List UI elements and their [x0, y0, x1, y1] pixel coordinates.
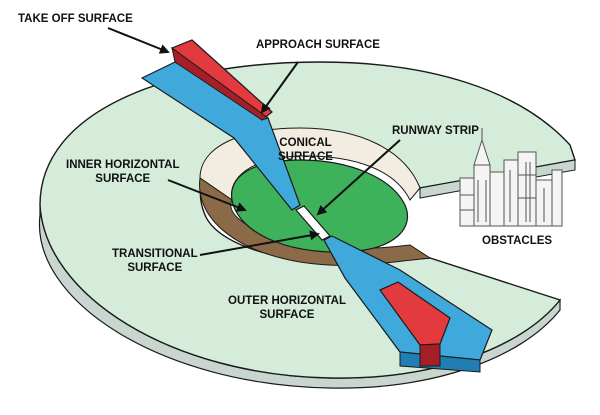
label-conical-surface: CONICAL SURFACE: [278, 136, 333, 164]
arrow-approach: [260, 61, 299, 114]
label-conical-line-2: SURFACE: [278, 151, 333, 163]
city-skyline-icon: [459, 128, 563, 227]
label-approach-surface: APPROACH SURFACE: [256, 39, 380, 51]
label-runway-strip: RUNWAY STRIP: [392, 125, 479, 137]
label-inner-line-2: SURFACE: [95, 173, 151, 185]
takeoff-surface-lower: [379, 281, 451, 346]
label-obstacles: OBSTACLES: [482, 235, 553, 247]
arrow-runway-strip: [316, 139, 401, 216]
label-take-off-surface: TAKE OFF SURFACE: [18, 13, 133, 25]
arrow-transitional: [199, 230, 320, 256]
label-outer-horizontal-surface: OUTER HORIZONTAL SURFACE: [228, 294, 346, 322]
label-transitional-line-2: SURFACE: [127, 262, 183, 274]
label-outer-line-1: OUTER HORIZONTAL: [228, 295, 346, 307]
label-conical-line-1: CONICAL: [279, 137, 332, 149]
arrow-takeoff: [107, 27, 170, 54]
label-inner-horizontal-surface: INNER HORIZONTAL SURFACE: [66, 158, 180, 186]
takeoff-surface-lower-side: [419, 343, 441, 367]
runway-strip: [295, 205, 331, 241]
takeoff-surface-upper-side: [171, 46, 270, 121]
arrow-inner-horizontal: [167, 179, 247, 212]
label-transitional-surface: TRANSITIONAL SURFACE: [112, 247, 198, 275]
label-inner-line-1: INNER HORIZONTAL: [66, 159, 180, 171]
label-transitional-line-1: TRANSITIONAL: [112, 248, 198, 260]
label-outer-line-2: SURFACE: [259, 309, 315, 321]
